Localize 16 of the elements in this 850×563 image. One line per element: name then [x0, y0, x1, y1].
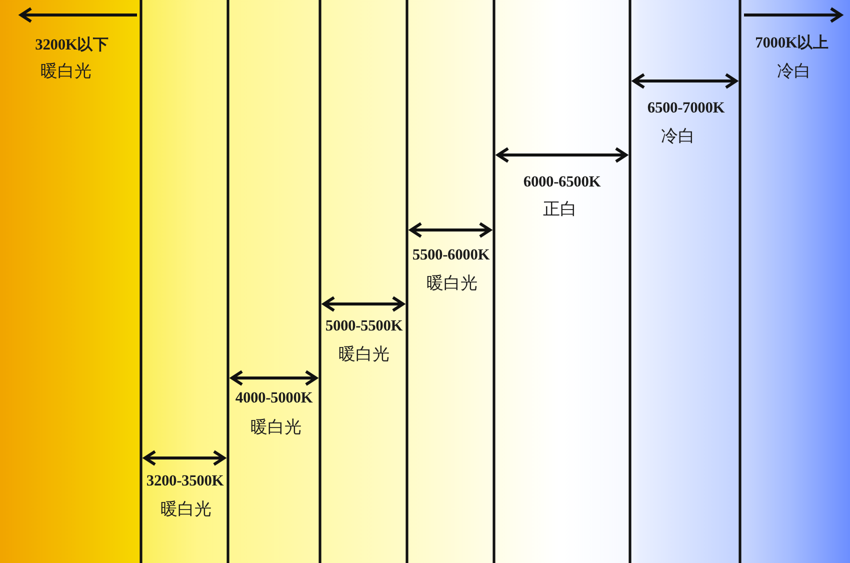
temperature-range-label: 6500-7000K: [647, 99, 725, 117]
light-type-label: 暖白光: [426, 274, 478, 294]
light-type-label: 暖白光: [40, 62, 92, 82]
light-type-label: 冷白: [777, 62, 811, 82]
temperature-range-label: 3200-3500K: [146, 472, 224, 490]
temperature-range-label: 7000K以上: [755, 34, 829, 52]
temperature-range-label: 3200K以下: [35, 36, 109, 54]
light-type-label: 暖白光: [338, 346, 390, 364]
temperature-range-label: 5500-6000K: [412, 246, 490, 264]
light-type-label: 冷白: [661, 128, 695, 146]
light-type-label: 暖白光: [250, 418, 302, 438]
temperature-range-label: 6000-6500K: [523, 173, 601, 191]
light-type-label: 暖白光: [160, 500, 212, 520]
light-type-label: 正白: [543, 200, 577, 220]
temperature-range-label: 5000-5500K: [325, 317, 403, 335]
temperature-range-label: 4000-5000K: [235, 389, 313, 407]
